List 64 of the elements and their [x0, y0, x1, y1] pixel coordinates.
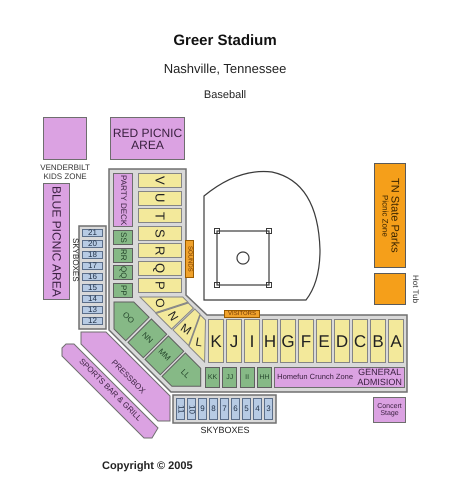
section-label: SKYBOXES: [71, 238, 79, 282]
seating-section: G: [280, 319, 296, 363]
area-label: Hot Tub: [411, 275, 420, 304]
seating-section: E: [316, 319, 332, 363]
seating-section: H: [262, 319, 278, 363]
section-label: SKYBOXES: [200, 426, 250, 435]
skybox: 8: [209, 398, 218, 420]
skybox: 13: [82, 306, 103, 314]
skybox: 16: [82, 273, 103, 281]
seating-section: F: [298, 319, 314, 363]
general-admission-area: [274, 367, 405, 388]
seating-section: A: [388, 319, 404, 363]
skybox: 15: [82, 284, 103, 292]
skybox: 7: [220, 398, 229, 420]
skybox: 18: [82, 251, 103, 259]
section-label: LL: [178, 368, 191, 380]
skybox: 12: [82, 317, 103, 325]
skybox: 10: [187, 398, 196, 420]
section-label: NN: [140, 332, 154, 346]
picnic-area: BLUE PICNIC AREA: [43, 183, 70, 300]
seating-section: Q: [138, 260, 182, 276]
section-label: OO: [120, 310, 136, 326]
skybox: 3: [264, 398, 273, 420]
picnic-zone-area: [374, 163, 406, 268]
section-letter: L: [194, 335, 204, 348]
seating-section: B: [370, 319, 386, 363]
skybox: 20: [82, 240, 103, 248]
party-deck: PARTY DECK: [113, 173, 133, 227]
skybox: 21: [82, 229, 103, 237]
subtitle: Nashville, Tennessee: [164, 62, 286, 75]
seating-section: U: [138, 190, 182, 206]
skybox: 9: [198, 398, 207, 420]
skybox: 14: [82, 295, 103, 303]
skybox: 6: [231, 398, 240, 420]
seating-section: I: [244, 319, 260, 363]
area-name: TN State Parks: [388, 178, 400, 253]
section-label: MM: [156, 348, 172, 364]
event-label: Baseball: [204, 90, 246, 101]
skybox: 4: [253, 398, 262, 420]
seating-section: R: [138, 243, 182, 258]
section-letter: N: [166, 309, 181, 323]
section-letter: M: [178, 321, 194, 337]
section-letter: O: [154, 298, 168, 309]
page-title: Greer Stadium: [173, 33, 277, 50]
picnic-area: RED PICNIC AREA: [110, 117, 185, 160]
area-subtitle: Picnic Zone: [380, 194, 388, 236]
seating-section: J: [226, 319, 242, 363]
seating-section: RR: [113, 248, 133, 262]
seating-section: QQ: [113, 265, 133, 280]
seating-section: S: [138, 226, 182, 240]
skybox: 17: [82, 262, 103, 270]
area-label: VENDERBILT KIDS ZONE: [40, 163, 90, 182]
seating-section: K: [208, 319, 224, 363]
seating-section: D: [334, 319, 350, 363]
seating-section: C: [352, 319, 368, 363]
seating-section: V: [138, 173, 182, 188]
skybox: 5: [242, 398, 251, 420]
skybox: 11: [176, 398, 185, 420]
seating-section: P: [138, 278, 182, 293]
seating-section: SS: [113, 230, 133, 245]
copyright-notice: Copyright © 2005: [102, 461, 193, 472]
seating-section: T: [138, 208, 182, 223]
seating-section: PP: [113, 282, 133, 298]
area-label: GENERAL ADMISION: [357, 368, 402, 388]
